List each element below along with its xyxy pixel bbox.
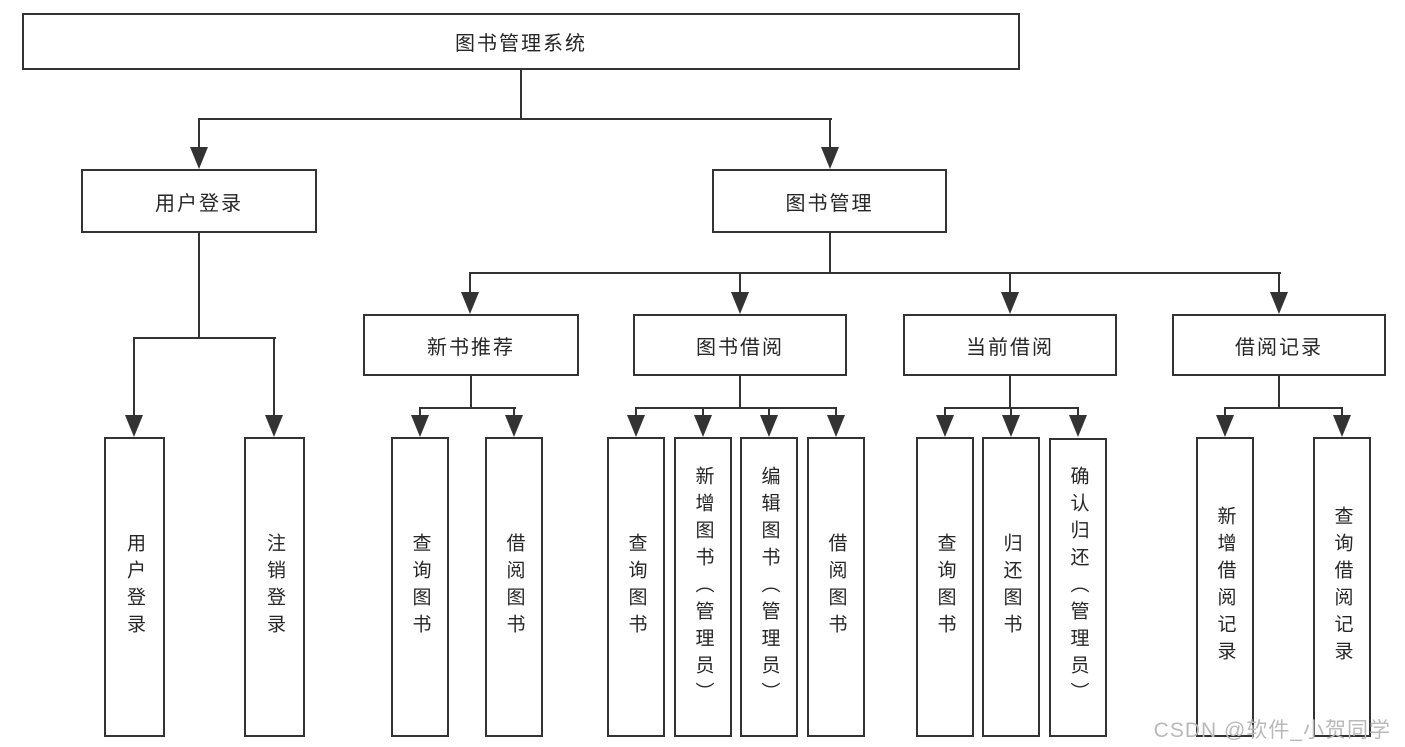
leaf-borrow-edit-books-admin: 编辑图书（管理员） bbox=[740, 437, 798, 737]
connector-line bbox=[739, 376, 741, 407]
arrow-down-icon bbox=[125, 415, 143, 437]
leaf-borrow-add-books-admin: 新增图书（管理员） bbox=[674, 437, 732, 737]
leaf-user-login: 用户登录 bbox=[104, 437, 165, 737]
connector-line bbox=[835, 407, 837, 417]
leaf-current-query-books: 查询图书 bbox=[916, 437, 974, 737]
leaf-label: 编辑图书（管理员） bbox=[758, 465, 780, 709]
connector-line bbox=[635, 407, 637, 417]
leaf-label: 用户登录 bbox=[124, 533, 145, 641]
connector-line bbox=[198, 118, 200, 149]
connector-line bbox=[739, 272, 741, 294]
leaf-records-add-borrow-record: 新增借阅记录 bbox=[1196, 437, 1254, 737]
node-library-system: 图书管理系统 bbox=[22, 13, 1020, 70]
leaf-label: 查询借阅记录 bbox=[1331, 506, 1353, 668]
leaf-borrow-borrow-books: 借阅图书 bbox=[807, 437, 865, 737]
arrow-down-icon bbox=[1270, 292, 1288, 314]
node-current-borrow: 当前借阅 bbox=[903, 314, 1117, 376]
connector-line bbox=[635, 407, 837, 409]
arrow-down-icon bbox=[1333, 415, 1351, 437]
node-book-management: 图书管理 bbox=[712, 169, 947, 233]
arrow-down-icon bbox=[1069, 415, 1087, 437]
connector-line bbox=[469, 272, 471, 294]
connector-line bbox=[829, 118, 831, 149]
connector-line bbox=[198, 118, 832, 120]
connector-line bbox=[1077, 407, 1079, 417]
leaf-label: 归还图书 bbox=[1000, 533, 1022, 641]
connector-line bbox=[768, 407, 770, 417]
connector-line bbox=[513, 407, 515, 417]
leaf-label: 注销登录 bbox=[264, 533, 285, 641]
node-book-borrow: 图书借阅 bbox=[633, 314, 847, 376]
connector-line bbox=[198, 233, 200, 337]
connector-line bbox=[1224, 407, 1343, 409]
arrow-down-icon bbox=[936, 415, 954, 437]
arrow-down-icon bbox=[827, 415, 845, 437]
connector-line bbox=[419, 407, 516, 409]
connector-line bbox=[944, 407, 946, 417]
connector-line bbox=[1341, 407, 1343, 417]
arrow-down-icon bbox=[821, 147, 839, 169]
arrow-down-icon bbox=[265, 415, 283, 437]
leaf-recommend-borrow-books: 借阅图书 bbox=[485, 437, 543, 737]
arrow-down-icon bbox=[411, 415, 429, 437]
leaf-records-query-borrow-record: 查询借阅记录 bbox=[1313, 437, 1371, 737]
connector-line bbox=[1224, 407, 1226, 417]
connector-line bbox=[1009, 376, 1011, 407]
connector-line bbox=[133, 337, 135, 417]
node-borrow-records: 借阅记录 bbox=[1172, 314, 1386, 376]
arrow-down-icon bbox=[1002, 415, 1020, 437]
leaf-label: 查询图书 bbox=[934, 533, 956, 641]
connector-line bbox=[1278, 272, 1280, 294]
leaf-recommend-query-books: 查询图书 bbox=[391, 437, 449, 737]
leaf-label: 确认归还（管理员） bbox=[1067, 466, 1089, 709]
connector-line bbox=[1278, 376, 1280, 407]
leaf-current-return-books: 归还图书 bbox=[982, 437, 1040, 737]
arrow-down-icon bbox=[461, 292, 479, 314]
arrow-down-icon bbox=[627, 415, 645, 437]
arrow-down-icon bbox=[1216, 415, 1234, 437]
connector-line bbox=[133, 337, 276, 339]
leaf-label: 借阅图书 bbox=[503, 533, 525, 641]
arrow-down-icon bbox=[1001, 292, 1019, 314]
leaf-borrow-query-books: 查询图书 bbox=[607, 437, 665, 737]
node-user-login: 用户登录 bbox=[81, 169, 317, 233]
arrow-down-icon bbox=[190, 147, 208, 169]
connector-line bbox=[829, 233, 831, 274]
leaf-label: 查询图书 bbox=[625, 533, 647, 641]
arrow-down-icon bbox=[760, 415, 778, 437]
arrow-down-icon bbox=[694, 415, 712, 437]
node-new-book-recommend: 新书推荐 bbox=[363, 314, 579, 376]
connector-line bbox=[702, 407, 704, 417]
watermark: CSDN @软件_小贺同学 bbox=[1153, 719, 1391, 742]
connector-line bbox=[419, 407, 421, 417]
connector-line bbox=[1009, 272, 1011, 294]
connector-line bbox=[469, 272, 1281, 274]
leaf-label: 查询图书 bbox=[409, 533, 431, 641]
leaf-current-confirm-return-admin: 确认归还（管理员） bbox=[1049, 438, 1107, 737]
arrow-down-icon bbox=[731, 292, 749, 314]
connector-line bbox=[1010, 407, 1012, 417]
leaf-label: 借阅图书 bbox=[825, 533, 847, 641]
leaf-label: 新增图书（管理员） bbox=[692, 465, 714, 709]
connector-line bbox=[520, 70, 522, 118]
connector-line bbox=[273, 337, 275, 417]
arrow-down-icon bbox=[505, 415, 523, 437]
leaf-label: 新增借阅记录 bbox=[1214, 506, 1236, 668]
connector-line bbox=[470, 376, 472, 407]
leaf-logout-login: 注销登录 bbox=[244, 437, 305, 737]
